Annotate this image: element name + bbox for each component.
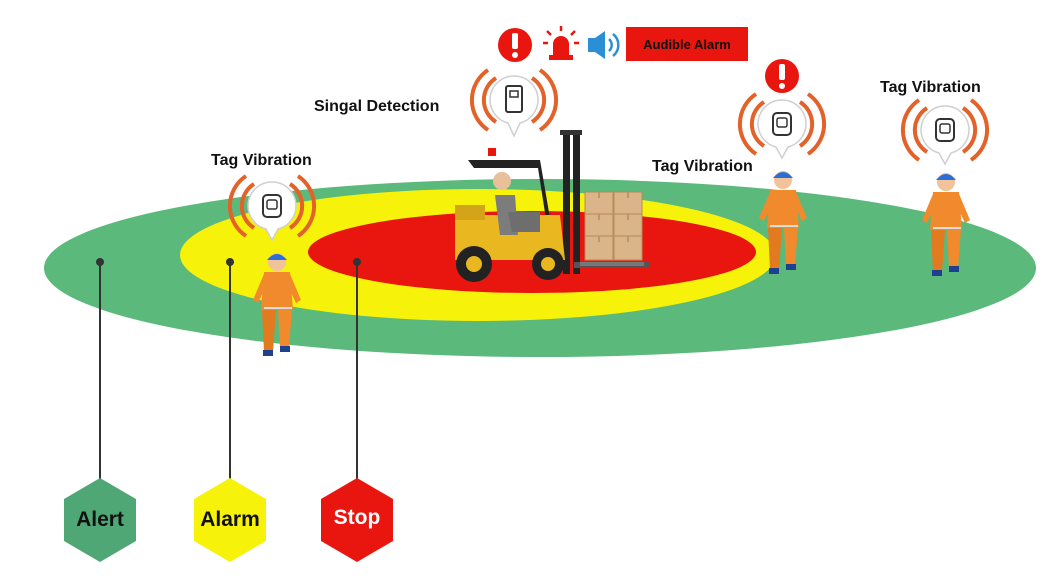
forklift bbox=[455, 130, 650, 282]
tag-icon-middle bbox=[737, 92, 827, 159]
tag-icon-right bbox=[900, 98, 990, 165]
signal-detection-label: Singal Detection bbox=[314, 98, 440, 115]
audible-alarm-box: Audible Alarm bbox=[626, 27, 748, 61]
siren-icon bbox=[543, 26, 579, 60]
alarm-zone-label: Alarm bbox=[200, 508, 260, 531]
alarm-leader bbox=[226, 258, 234, 482]
stop-leader bbox=[353, 258, 361, 482]
exclamation-icon-middle bbox=[765, 59, 799, 93]
stop-zone-label: Stop bbox=[333, 506, 381, 529]
tag-vibration-label-middle: Tag Vibration bbox=[652, 158, 753, 175]
alert-hexagon bbox=[64, 478, 136, 562]
tag-vibration-label-left: Tag Vibration bbox=[211, 152, 312, 169]
alert-leader bbox=[96, 258, 104, 482]
stop-hexagon bbox=[321, 478, 393, 562]
audible-alarm-label: Audible Alarm bbox=[643, 36, 731, 52]
exclamation-icon bbox=[498, 28, 532, 62]
signal-detection-icon bbox=[469, 68, 559, 138]
tag-vibration-label-right: Tag Vibration bbox=[880, 79, 981, 96]
speaker-icon bbox=[588, 31, 620, 59]
alert-zone-label: Alert bbox=[76, 508, 124, 531]
alarm-hexagon bbox=[194, 478, 266, 562]
